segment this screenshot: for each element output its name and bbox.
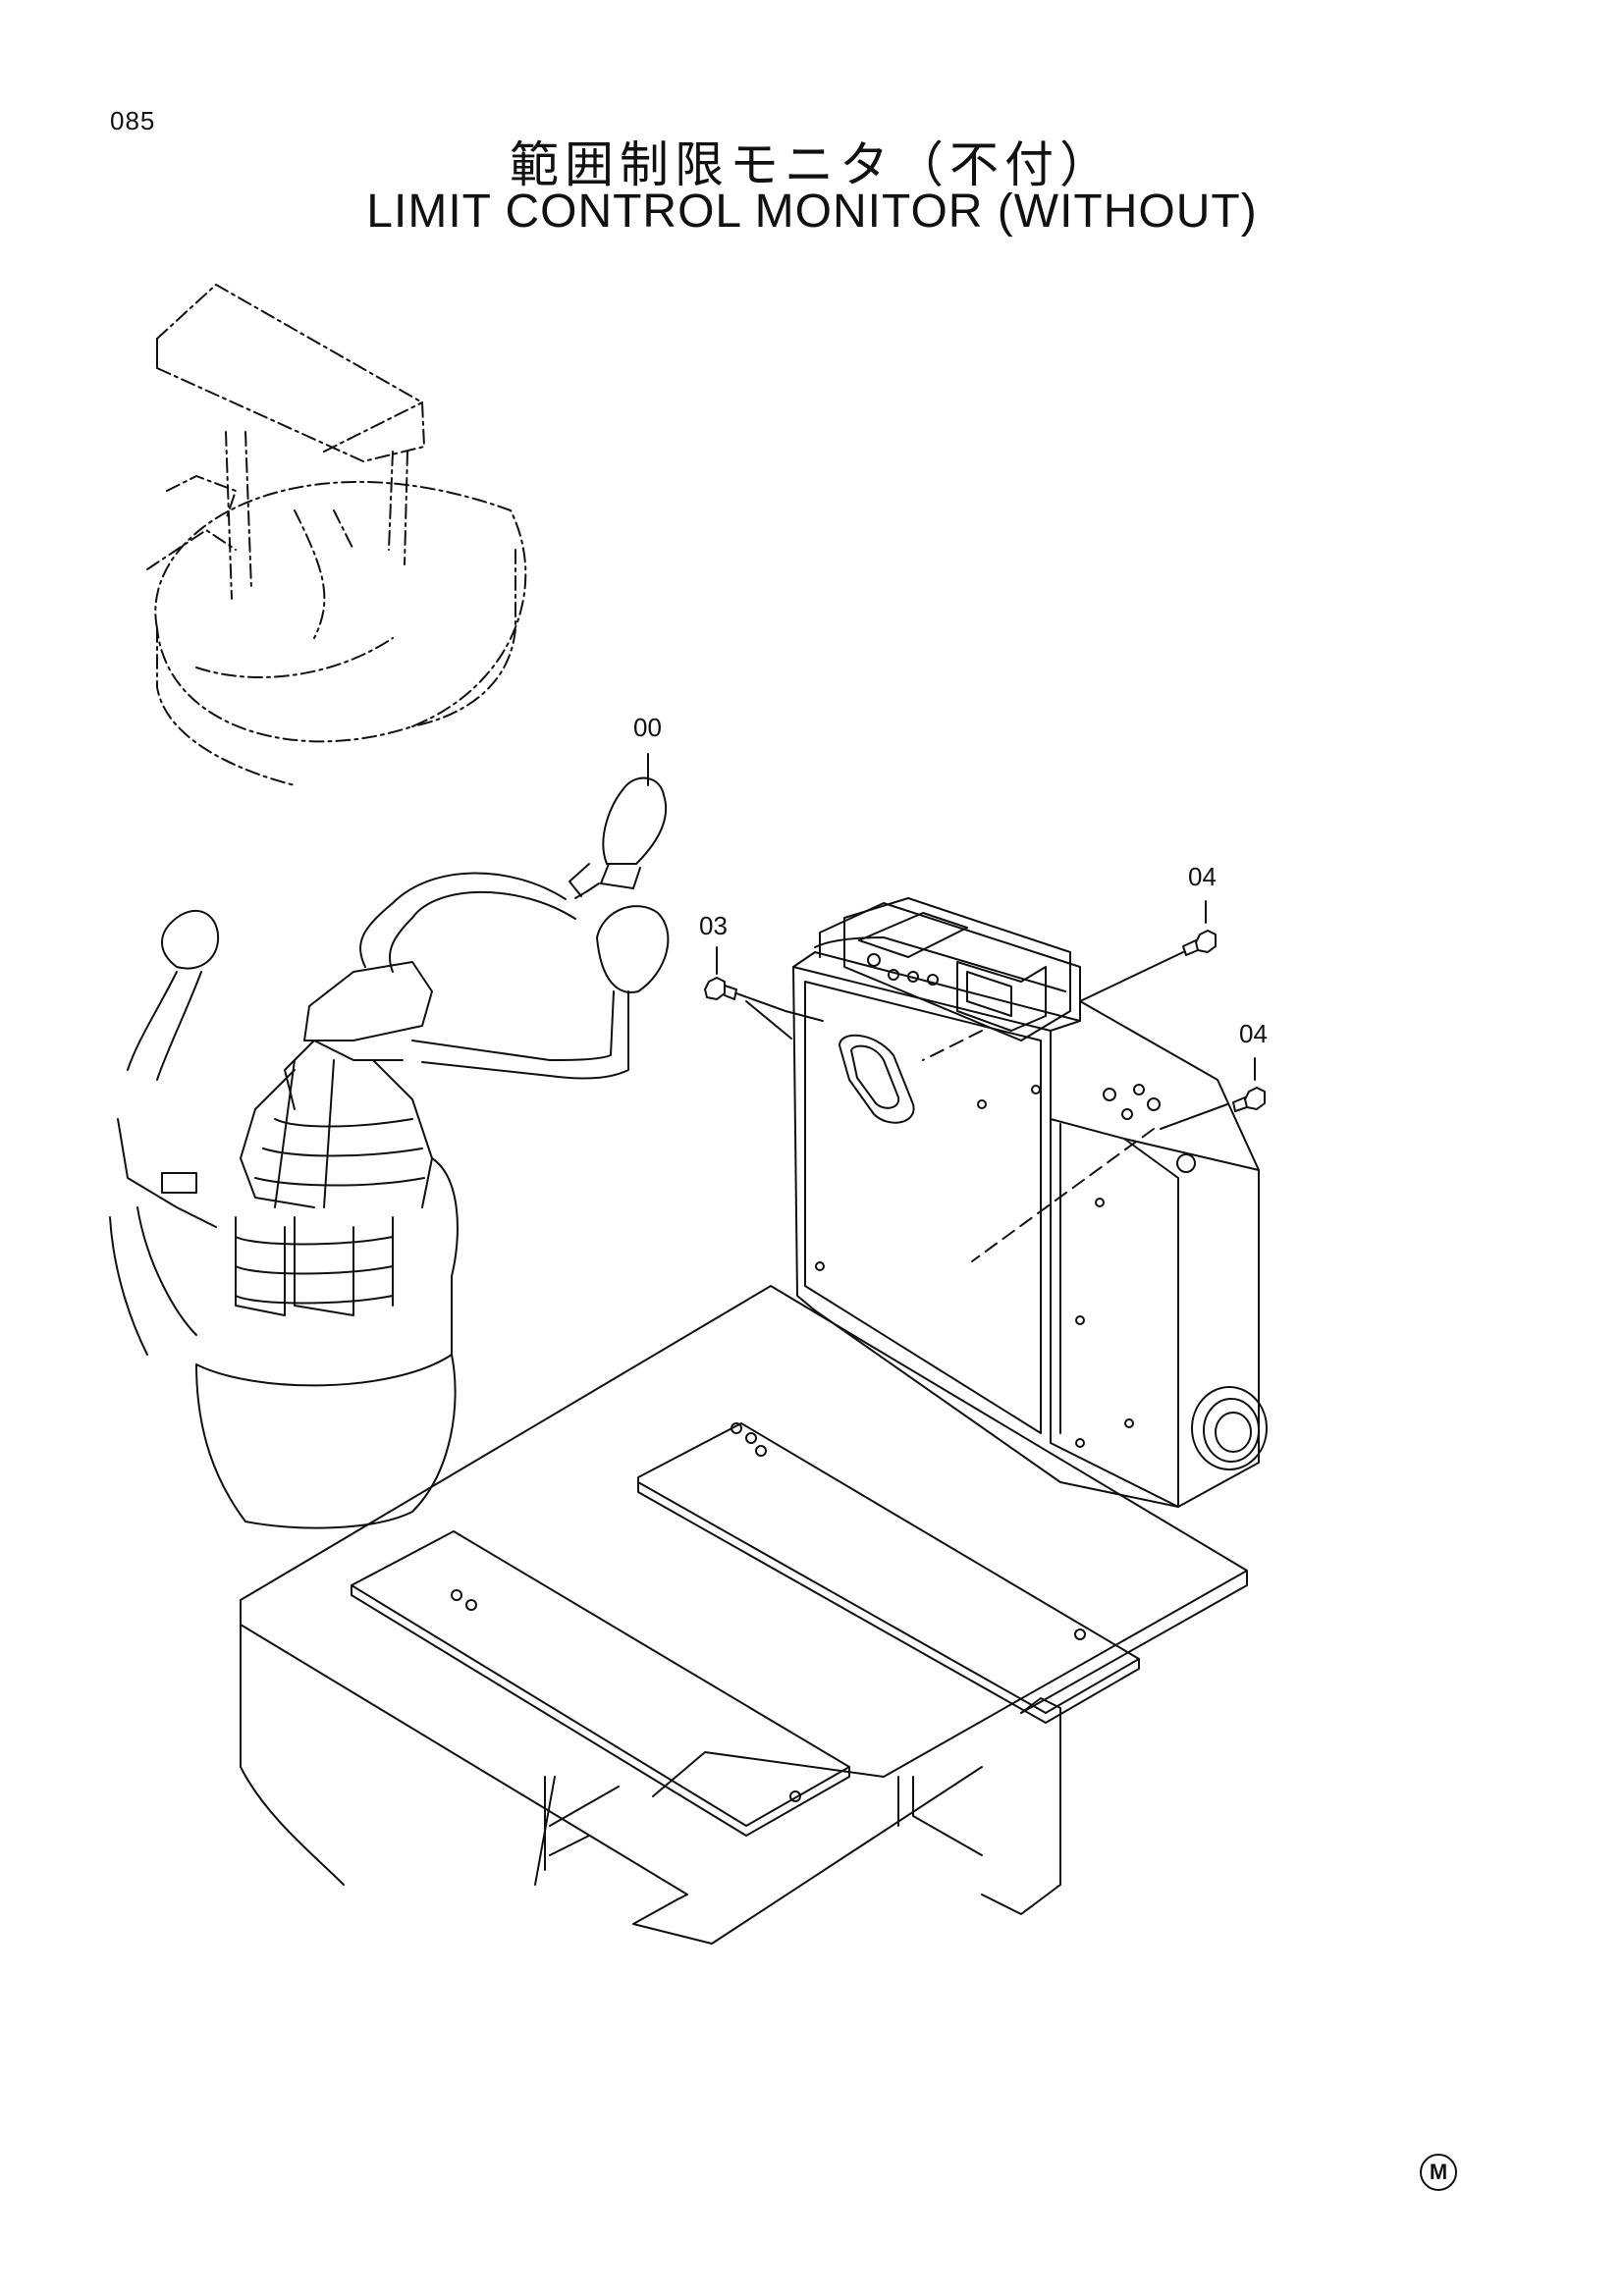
title-japanese: 範囲制限モニタ（不付） [510,136,1114,193]
callout-04-lower: 04 [1239,1019,1268,1048]
page-number: 085 [110,106,156,135]
cab-overview [146,284,527,786]
bolt-part-04-lower [1232,1087,1266,1112]
bolt-part-04-upper [1182,930,1217,956]
control-lever [359,872,670,1080]
bolt-part-03 [704,977,737,1000]
title-english: LIMIT CONTROL MONITOR (WITHOUT) [366,186,1258,238]
monitor-unit [792,897,1268,1508]
callout-04-upper: 04 [1188,862,1217,891]
left-console [109,909,459,1529]
joystick-assembly [235,961,433,1316]
grip-part-00 [568,776,668,899]
callout-00: 00 [633,713,662,742]
floor-plate [240,1285,1248,1945]
circled-m-mark: M [1420,2154,1457,2191]
callout-03: 03 [699,911,728,940]
